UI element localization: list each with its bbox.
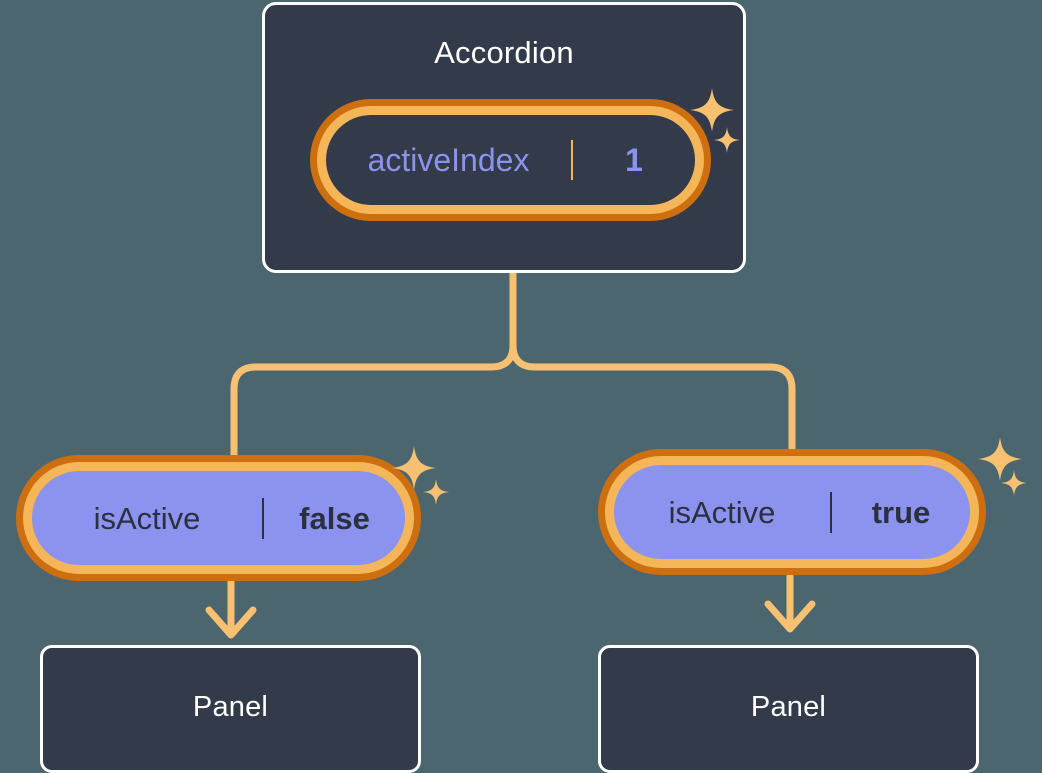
prop-key-label: isActive xyxy=(614,491,832,533)
connector-parent-to-right-child xyxy=(509,341,796,459)
prop-pill-inner: isActive false xyxy=(32,471,405,565)
prop-key-label: isActive xyxy=(32,497,264,539)
prop-pill-is-active-false[interactable]: isActive false xyxy=(16,455,421,581)
connector-parent-to-children xyxy=(230,269,517,466)
prop-pill-inner: activeIndex 1 xyxy=(326,115,695,205)
panel-node-title: Panel xyxy=(192,691,269,723)
prop-pill-ring: isActive true xyxy=(605,456,979,568)
panel-node-left[interactable]: Panel xyxy=(40,645,421,773)
prop-value-label: 1 xyxy=(625,142,643,178)
arrowhead-left-panel xyxy=(205,606,257,639)
prop-key-label: activeIndex xyxy=(326,140,573,180)
prop-value-label: false xyxy=(299,500,370,536)
prop-pill-active-index[interactable]: activeIndex 1 xyxy=(310,99,711,221)
arrowhead-right-panel xyxy=(764,600,816,633)
prop-pill-ring: isActive false xyxy=(23,462,414,574)
prop-pill-inner: isActive true xyxy=(614,465,970,559)
prop-pill-is-active-true[interactable]: isActive true xyxy=(598,449,986,575)
parent-component-title: Accordion xyxy=(434,35,574,70)
panel-node-right[interactable]: Panel xyxy=(598,645,979,773)
panel-node-title: Panel xyxy=(750,691,827,723)
prop-pill-ring: activeIndex 1 xyxy=(317,106,704,214)
prop-value-label: true xyxy=(871,494,931,530)
